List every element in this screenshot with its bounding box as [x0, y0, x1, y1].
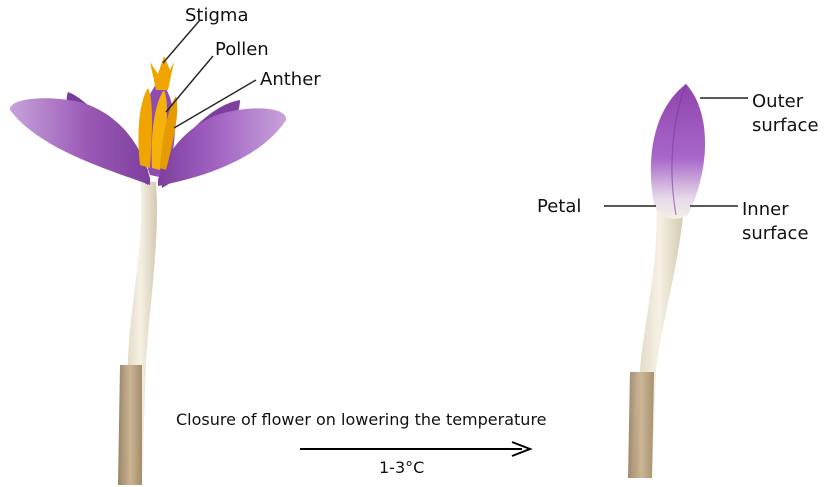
- closed-flower-stem-base: [628, 372, 654, 478]
- stigma-pointer-line: [163, 20, 200, 63]
- inner-surface-label-line2: surface: [742, 222, 809, 246]
- inner-surface-label: Inner surface: [742, 198, 809, 247]
- stigma: [150, 56, 174, 90]
- petal-label: Petal: [537, 198, 581, 216]
- closure-arrow: [300, 442, 530, 456]
- inner-surface-label-line1: Inner: [742, 198, 809, 222]
- open-flower-petal-right: [158, 108, 286, 186]
- stigma-label: Stigma: [185, 7, 248, 25]
- closed-flower-bud: [651, 84, 705, 219]
- temperature-label: 1-3°C: [379, 460, 424, 476]
- outer-surface-label-line1: Outer: [752, 90, 819, 114]
- anther-label: Anther: [260, 71, 321, 89]
- anther: [138, 88, 152, 168]
- open-flower-stem-base: [118, 365, 142, 485]
- outer-surface-label-line2: surface: [752, 114, 819, 138]
- open-flower-petal-left: [10, 98, 150, 185]
- closure-caption: Closure of flower on lowering the temper…: [176, 412, 547, 428]
- outer-surface-label: Outer surface: [752, 90, 819, 139]
- closed-flower: [604, 84, 748, 478]
- pollen-label: Pollen: [215, 41, 269, 59]
